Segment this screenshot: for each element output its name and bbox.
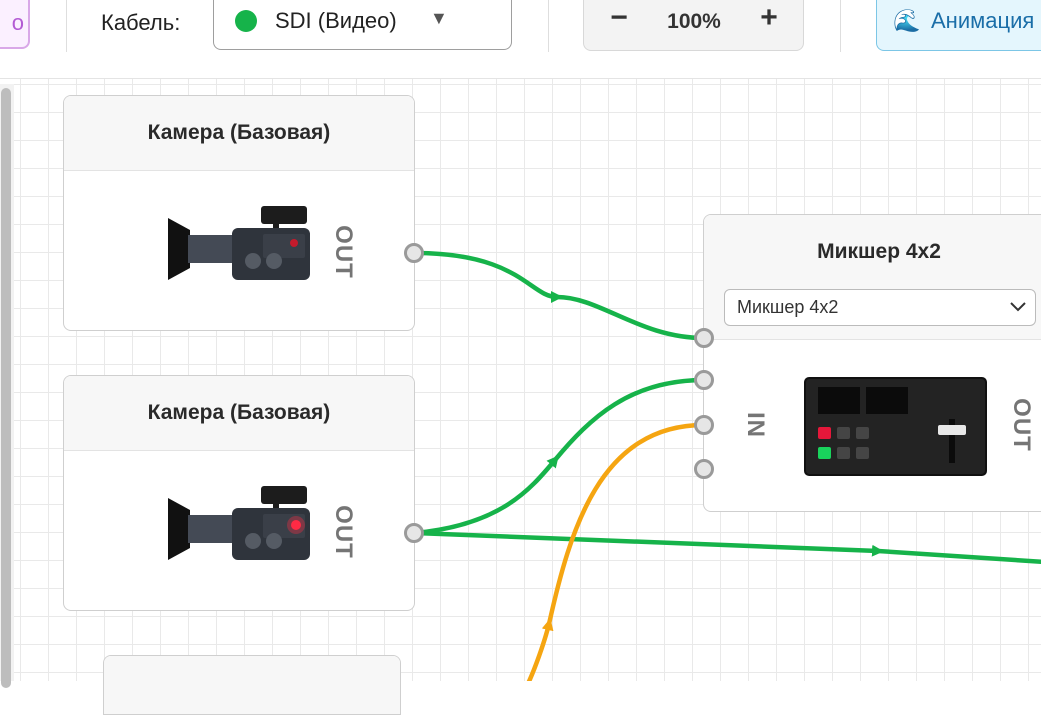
- mixer-type-select[interactable]: Микшер 4x2: [724, 289, 1036, 326]
- partial-node[interactable]: [103, 655, 401, 715]
- zoom-level: 100%: [667, 10, 721, 33]
- scrollbar-thumb[interactable]: [1, 88, 11, 688]
- cable-color-dot-icon: [235, 10, 257, 32]
- out-label: OUT: [329, 225, 357, 279]
- video-camera-icon: [168, 206, 310, 280]
- caret-down-icon: ▼: [430, 8, 448, 28]
- in-label: IN: [742, 412, 769, 438]
- cable-label: Кабель:: [101, 10, 181, 35]
- camera-node[interactable]: Камера (Базовая) OUT: [63, 375, 415, 611]
- video-camera-icon: [168, 486, 310, 560]
- cable-type-select[interactable]: SDI (Видео) ▼: [213, 0, 512, 50]
- cable-select-value: SDI (Видео): [275, 8, 397, 33]
- camera2-out-port[interactable]: [404, 523, 424, 543]
- toolbar-separator: [66, 0, 67, 52]
- toolbar-left-button[interactable]: о: [0, 0, 30, 49]
- chevron-down-icon: [1010, 302, 1026, 312]
- wire-camera2-to-offscreen[interactable]: [414, 530, 1041, 564]
- mixer-in-port-4[interactable]: [694, 459, 714, 479]
- mixer-select-value: Микшер 4x2: [737, 297, 839, 317]
- toolbar-separator: [840, 0, 841, 52]
- mixer-node[interactable]: Микшер 4x2 Микшер 4x2 IN OUT: [703, 214, 1041, 512]
- zoom-control: − 100% +: [583, 0, 804, 51]
- camera-node[interactable]: Камера (Базовая) OUT: [63, 95, 415, 331]
- node-title: Камера (Базовая): [64, 96, 414, 171]
- wave-icon: 🌊: [893, 8, 921, 33]
- animation-button-label: Анимация: [931, 8, 1035, 33]
- zoom-out-button[interactable]: −: [610, 1, 628, 34]
- toolbar-left-button-label: о: [11, 10, 24, 35]
- divider: [704, 339, 1041, 340]
- out-label: OUT: [1007, 398, 1035, 452]
- animation-button[interactable]: 🌊 Анимация: [876, 0, 1041, 51]
- connections-layer: [414, 250, 1041, 681]
- mixer-in-port-1[interactable]: [694, 328, 714, 348]
- left-panel-scrollbar[interactable]: [0, 84, 14, 688]
- node-title: Камера (Базовая): [64, 376, 414, 451]
- mixer-in-port-3[interactable]: [694, 415, 714, 435]
- wire-camera2-to-mixer-in2[interactable]: [414, 377, 705, 536]
- toolbar-separator: [548, 0, 549, 52]
- zoom-in-button[interactable]: +: [760, 1, 778, 34]
- toolbar: о Кабель: SDI (Видео) ▼ − 100% + 🌊 Анима…: [0, 0, 1041, 79]
- wire-camera1-to-mixer-in1[interactable]: [414, 250, 705, 341]
- camera1-out-port[interactable]: [404, 243, 424, 263]
- video-mixer-icon: [804, 377, 987, 476]
- node-title: Микшер 4x2: [704, 215, 1041, 289]
- wire-orange-to-mixer-in3[interactable]: [525, 422, 705, 681]
- out-label: OUT: [329, 505, 357, 559]
- mixer-in-port-2[interactable]: [694, 370, 714, 390]
